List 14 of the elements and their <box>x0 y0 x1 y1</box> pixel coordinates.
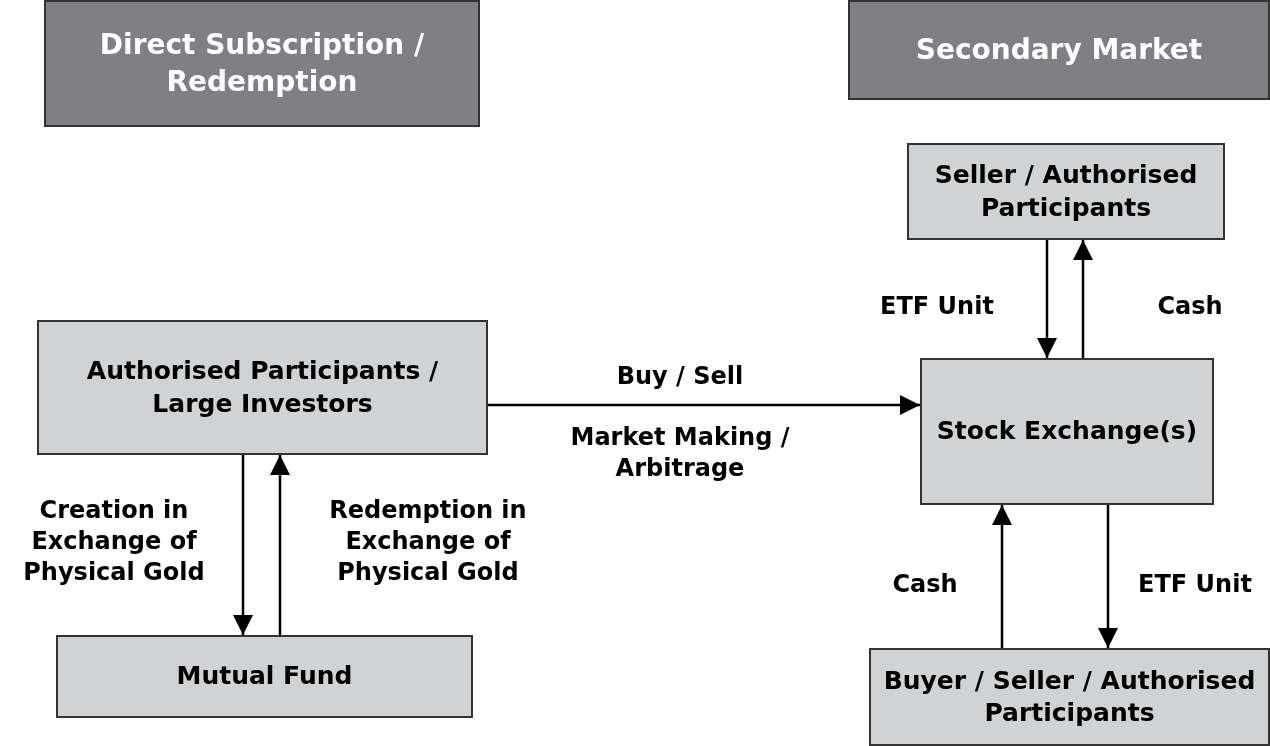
process-box: Stock Exchange(s) <box>920 358 1214 505</box>
arrow <box>992 505 1012 648</box>
process-box: Mutual Fund <box>56 635 473 718</box>
arrow <box>1037 240 1057 358</box>
process-box: Authorised Participants / Large Investors <box>37 320 488 455</box>
header-box: Secondary Market <box>848 0 1270 100</box>
process-box: Buyer / Seller / Authorised Participants <box>869 648 1270 746</box>
arrow <box>488 395 920 415</box>
arrow <box>233 455 253 635</box>
arrow <box>270 455 290 635</box>
arrow <box>1073 240 1093 358</box>
arrow <box>1098 505 1118 648</box>
process-box: Seller / Authorised Participants <box>907 143 1225 240</box>
header-box: Direct Subscription / Redemption <box>44 0 480 127</box>
